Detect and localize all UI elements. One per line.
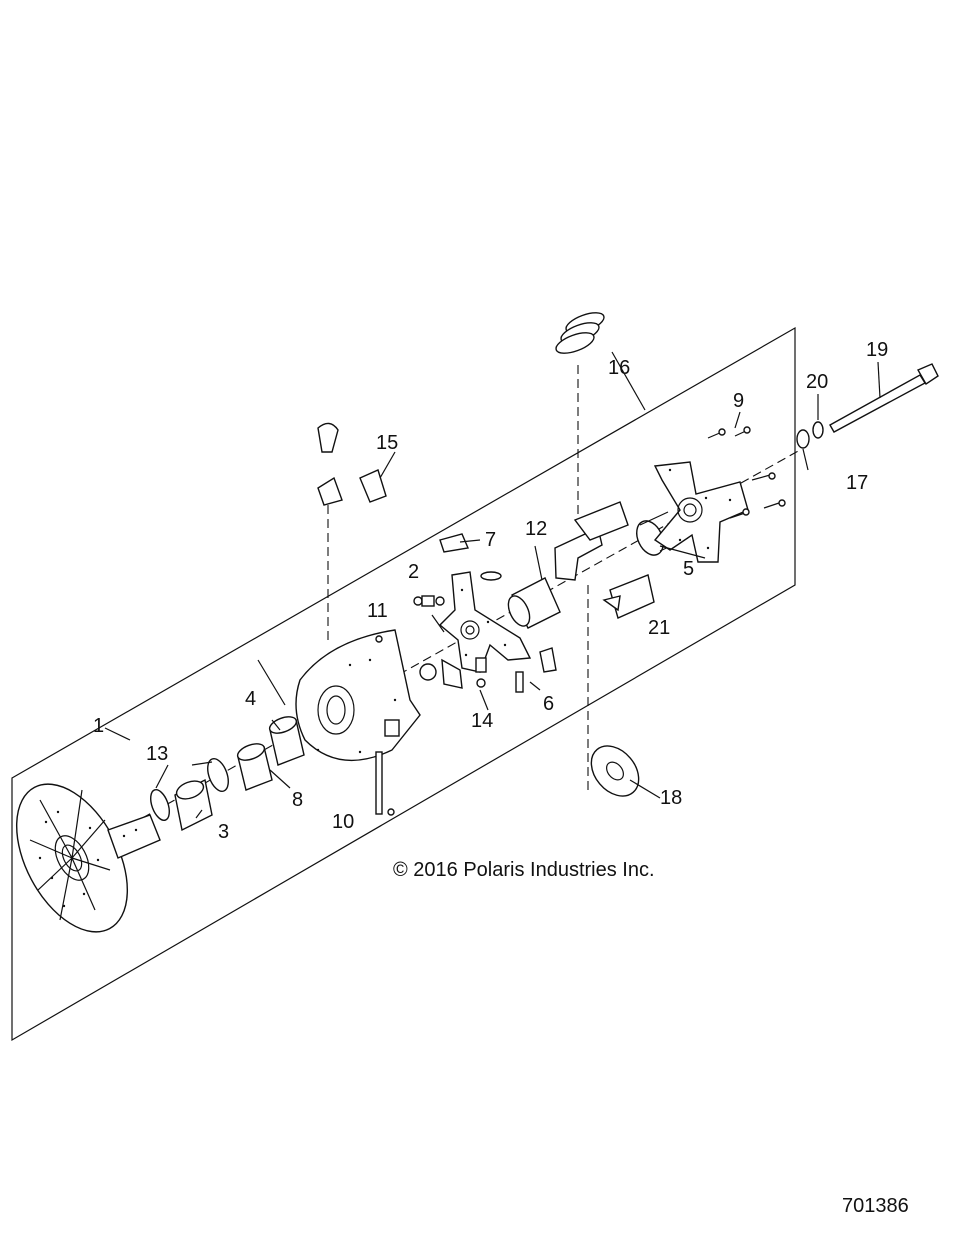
callout-10: 10	[332, 811, 354, 833]
leader-lines	[104, 351, 881, 819]
callout-19: 19	[866, 339, 888, 361]
moveable-sheave	[15, 783, 161, 933]
part-5-bushing	[636, 511, 689, 556]
callout-20: 20	[806, 371, 828, 393]
callout-2: 2	[408, 561, 419, 583]
part-17-nut	[796, 429, 810, 449]
callout-6: 6	[543, 693, 554, 715]
spider	[438, 571, 532, 673]
part-8-roller	[236, 743, 273, 791]
roller-assembly	[419, 658, 463, 689]
callout-1: 1	[93, 715, 104, 737]
part-13-rings	[150, 758, 229, 821]
callout-4: 4	[245, 688, 256, 710]
cover-bracket	[554, 501, 629, 581]
part-15-weights	[317, 422, 387, 506]
drawing-number: 701386	[842, 1195, 909, 1217]
callout-21: 21	[648, 617, 670, 639]
diagonal-rod	[257, 659, 286, 706]
part-20-washer	[812, 421, 824, 439]
callout-17: 17	[846, 472, 868, 494]
callout-7: 7	[485, 529, 496, 551]
callout-16: 16	[608, 357, 630, 379]
callout-labels: 1 2 3 4 5 6 7 8 9 10 11 12 13 14 15 16 1…	[93, 339, 888, 843]
callout-13: 13	[146, 743, 168, 765]
cover-plate	[653, 461, 749, 563]
part-9-bolts	[707, 426, 786, 519]
part-4-bushing	[268, 716, 305, 766]
copyright-notice: © 2016 Polaris Industries Inc.	[393, 859, 655, 881]
part-21-cover	[602, 574, 655, 619]
part-10-pin	[375, 751, 395, 816]
part-6-clip	[515, 647, 557, 693]
callout-8: 8	[292, 789, 303, 811]
part-12-bushing	[507, 577, 561, 629]
spider-cup	[295, 629, 421, 762]
part-11-rivet	[375, 635, 383, 643]
part-3-bushing	[174, 778, 213, 832]
assembly-boundary	[11, 326, 796, 1042]
callout-5: 5	[683, 558, 694, 580]
callout-14: 14	[471, 710, 493, 732]
callout-12: 12	[525, 518, 547, 540]
callout-15: 15	[376, 432, 398, 454]
part-18-washer	[590, 745, 640, 797]
callout-18: 18	[660, 787, 682, 809]
part-14-button	[475, 657, 487, 688]
part-16-spring	[555, 312, 605, 354]
callout-11: 11	[367, 600, 388, 622]
callout-3: 3	[218, 821, 229, 843]
part-2-roller-set	[413, 595, 445, 633]
part-7-clip	[439, 533, 469, 553]
part-19-bolt	[829, 363, 939, 433]
callout-9: 9	[733, 390, 744, 412]
